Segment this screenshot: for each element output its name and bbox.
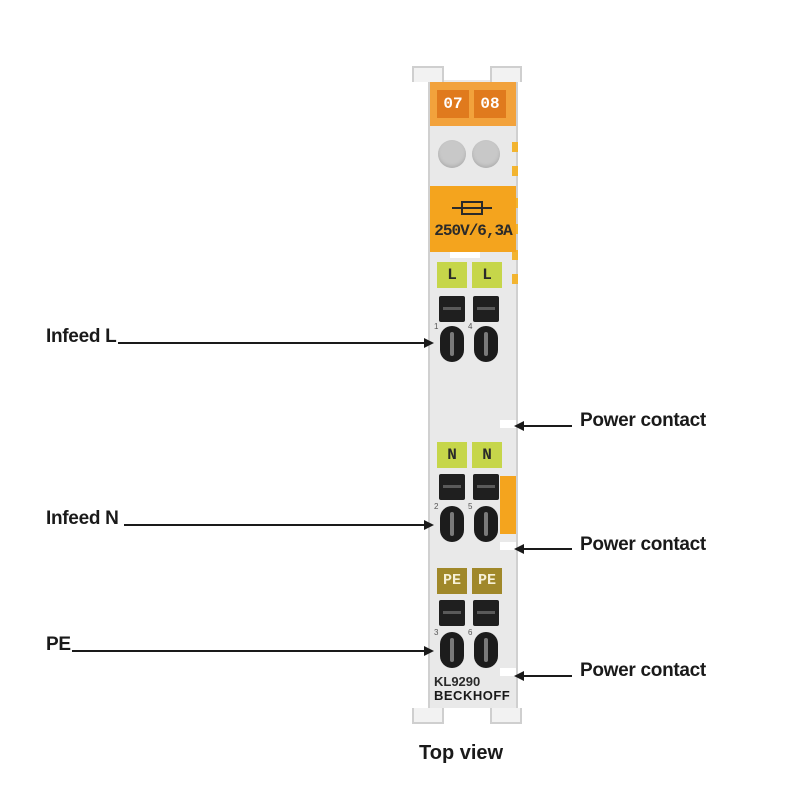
row-label-pe: PE xyxy=(472,568,502,594)
screw-contact-icon[interactable] xyxy=(474,506,498,542)
side-pin xyxy=(512,142,518,152)
arrow-icon xyxy=(424,338,434,348)
leader-infeed-l xyxy=(118,342,426,344)
fuse-panel xyxy=(430,186,516,252)
spring-latch-icon[interactable] xyxy=(439,474,465,500)
leader-pe xyxy=(72,650,426,652)
screw-contact-icon[interactable] xyxy=(474,632,498,668)
fuse-symbol-icon xyxy=(452,201,492,215)
side-pin xyxy=(512,250,518,260)
spring-latch-icon[interactable] xyxy=(439,296,465,322)
label-power-contact: Power contact xyxy=(580,534,706,555)
led-icon xyxy=(438,140,466,168)
led-icon xyxy=(472,140,500,168)
side-power-contact xyxy=(500,476,516,534)
arrow-icon xyxy=(514,421,524,431)
terminal-number: 4 xyxy=(468,322,473,331)
spring-latch-icon[interactable] xyxy=(473,600,499,626)
label-pe: PE xyxy=(46,634,71,655)
terminal-number: 5 xyxy=(468,502,473,511)
leader-power-contact xyxy=(522,675,572,677)
power-contact-notch xyxy=(500,542,516,550)
label-infeed-n: Infeed N xyxy=(46,508,119,529)
side-pin xyxy=(512,274,518,284)
arrow-icon xyxy=(514,544,524,554)
screw-contact-icon[interactable] xyxy=(440,326,464,362)
brand-logo: BECKHOFF xyxy=(434,688,511,703)
caption: Top view xyxy=(419,742,504,764)
label-power-contact: Power contact xyxy=(580,660,706,681)
terminal-number: 2 xyxy=(434,502,439,511)
spring-latch-icon[interactable] xyxy=(439,600,465,626)
row-label-n: N xyxy=(437,442,467,468)
leader-infeed-n xyxy=(124,524,426,526)
label-infeed-l: Infeed L xyxy=(46,326,117,347)
terminal-number: 6 xyxy=(468,628,473,637)
arrow-icon xyxy=(514,671,524,681)
screw-contact-icon[interactable] xyxy=(440,506,464,542)
spring-latch-icon[interactable] xyxy=(473,296,499,322)
arrow-icon xyxy=(424,520,434,530)
screw-contact-icon[interactable] xyxy=(440,632,464,668)
fuse-gap xyxy=(450,252,480,258)
model-number: KL9290 xyxy=(434,674,481,689)
top-right-clip xyxy=(490,66,522,82)
power-contact-notch xyxy=(500,420,516,428)
row-label-l: L xyxy=(437,262,467,288)
row-label-n: N xyxy=(472,442,502,468)
chip-left: 07 xyxy=(437,90,469,118)
bottom-left-clip xyxy=(412,708,444,724)
side-pin xyxy=(512,166,518,176)
arrow-icon xyxy=(424,646,434,656)
chip-right: 08 xyxy=(474,90,506,118)
terminal-number: 1 xyxy=(434,322,439,331)
label-power-contact: Power contact xyxy=(580,410,706,431)
row-label-l: L xyxy=(472,262,502,288)
bottom-right-clip xyxy=(490,708,522,724)
fuse-rating: 250V/6,3A xyxy=(434,222,512,240)
top-left-clip xyxy=(412,66,444,82)
leader-power-contact xyxy=(522,548,572,550)
spring-latch-icon[interactable] xyxy=(473,474,499,500)
power-contact-notch xyxy=(500,668,516,676)
row-label-pe: PE xyxy=(437,568,467,594)
terminal-number: 3 xyxy=(434,628,439,637)
leader-power-contact xyxy=(522,425,572,427)
screw-contact-icon[interactable] xyxy=(474,326,498,362)
